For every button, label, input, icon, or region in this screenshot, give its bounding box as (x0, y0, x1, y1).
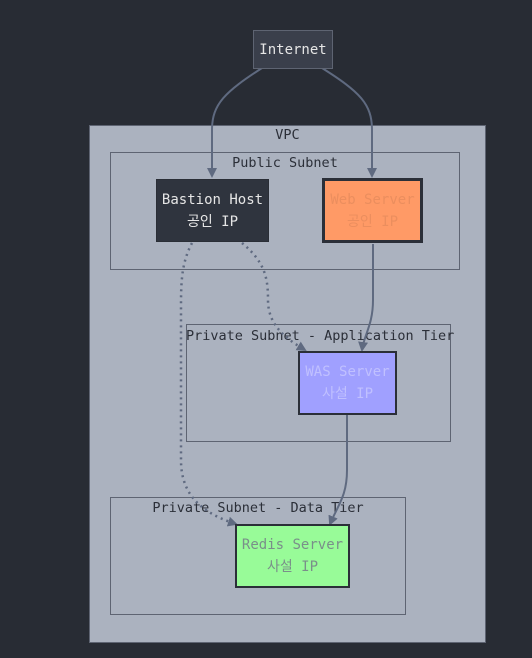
was-server-title: WAS Server (305, 364, 390, 380)
was-server-ip: 사설 IP (321, 386, 374, 402)
was-server-node[interactable]: WAS Server 사설 IP (298, 351, 397, 415)
redis-server-ip: 사설 IP (266, 559, 319, 575)
public-subnet-label: Public Subnet (232, 155, 338, 171)
edge-bastion-was (241, 242, 307, 352)
bastion-host-title: Bastion Host (161, 191, 264, 208)
web-server-node[interactable]: Web Server 공인 IP (322, 178, 423, 243)
edge-internet-web (321, 67, 377, 178)
web-server-ip: 공인 IP (346, 213, 399, 230)
edge-bastion-redis (179, 242, 238, 527)
redis-server-node[interactable]: Redis Server 사설 IP (235, 524, 350, 588)
vpc-label: VPC (275, 127, 300, 143)
app-subnet-cluster (186, 324, 451, 442)
public-subnet-cluster (110, 152, 460, 270)
data-subnet-cluster (110, 497, 406, 615)
internet-node[interactable]: Internet (253, 30, 333, 69)
web-server-title: Web Server (330, 191, 415, 208)
edge-web-was (358, 244, 374, 352)
internet-label: Internet (259, 41, 327, 58)
app-subnet-label: Private Subnet - Application Tier (186, 328, 455, 344)
redis-server-title: Redis Server (241, 537, 344, 553)
edge-internet-bastion (207, 67, 263, 178)
edge-was-redis (328, 415, 348, 526)
bastion-host-node[interactable]: Bastion Host 공인 IP (156, 179, 269, 242)
bastion-host-ip: 공인 IP (186, 213, 239, 230)
